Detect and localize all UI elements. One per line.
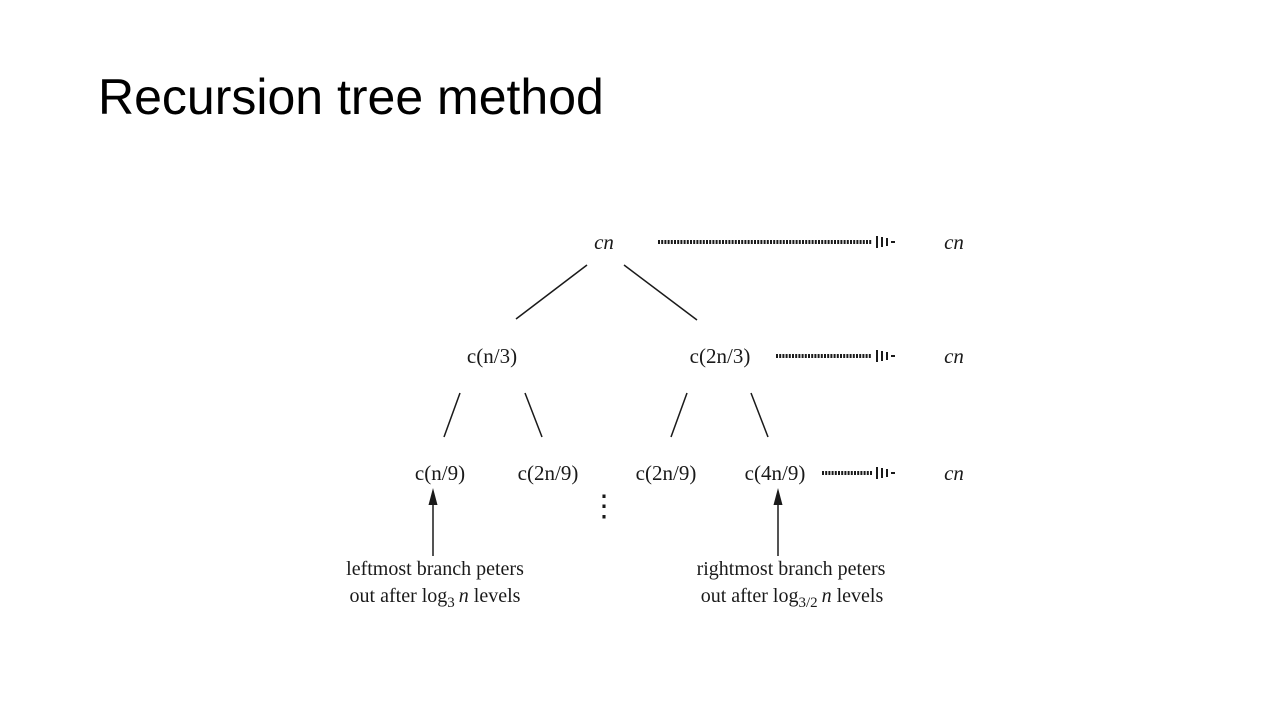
- tree-edge-right-left: [670, 392, 688, 438]
- slide-title: Recursion tree method: [98, 69, 604, 125]
- tree-node-n-over-3: c(n/3): [467, 344, 517, 368]
- tree-edge-root-left: [515, 264, 588, 320]
- row-total-arrow-level-1: [776, 350, 895, 362]
- tree-root-node: cn: [594, 230, 614, 254]
- leftmost-branch-note-line1: leftmost branch peters: [346, 558, 524, 580]
- tree-edge-left-right: [524, 392, 543, 438]
- tree-node-4n-over-9: c(4n/9): [745, 461, 806, 485]
- tree-continuation-ellipsis: ⋮: [589, 490, 619, 523]
- tree-edge-right-right: [750, 392, 769, 438]
- row-total-arrow-level-0: [658, 236, 895, 248]
- tree-node-2n-over-9-right: c(2n/9): [636, 461, 697, 485]
- row-total-level-1: cn: [944, 344, 964, 368]
- tree-node-n-over-9: c(n/9): [415, 461, 465, 485]
- row-total-level-0: cn: [944, 230, 964, 254]
- row-total-level-2: cn: [944, 461, 964, 485]
- rightmost-branch-arrow: [773, 488, 783, 556]
- rightmost-branch-note-line1: rightmost branch peters: [697, 558, 886, 580]
- leftmost-branch-arrow: [428, 488, 438, 556]
- tree-node-2n-over-3: c(2n/3): [690, 344, 751, 368]
- tree-edge-left-left: [443, 392, 461, 438]
- tree-node-2n-over-9-left: c(2n/9): [518, 461, 579, 485]
- row-total-arrow-level-2: [822, 467, 895, 479]
- tree-edge-root-right: [623, 264, 698, 321]
